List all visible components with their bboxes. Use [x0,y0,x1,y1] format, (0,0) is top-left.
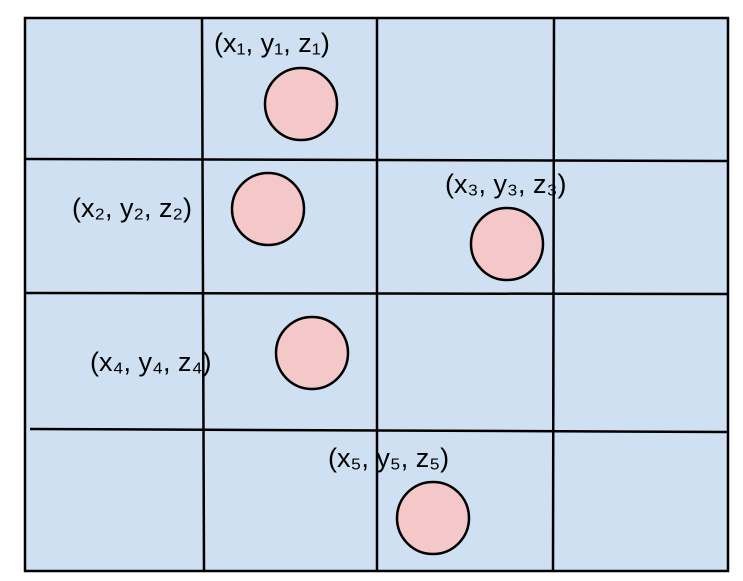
point-4: (x₄, y₄, z₄) [90,315,350,391]
point-4-label: (x₄, y₄, z₄) [90,347,212,377]
point-1-marker [263,66,339,142]
point-1-label: (x₁, y₁, z₁) [214,28,330,58]
grid-lines [23,16,730,573]
grid-horizontal-line-3 [29,427,729,434]
point-5-label: (x₅, y₅, z₅) [328,443,449,473]
point-3-marker [469,206,545,282]
grid-horizontal-line-1 [24,157,729,163]
point-2-marker [230,171,306,247]
point-3: (x₃, y₃, z₃) [445,169,566,282]
grid-horizontal-line-2 [24,291,729,296]
point-3-label: (x₃, y₃, z₃) [445,169,566,199]
point-5: (x₅, y₅, z₅) [328,443,471,556]
point-4-marker [274,315,350,391]
point-2-label: (x₂, y₂, z₂) [72,193,192,223]
point-2: (x₂, y₂, z₂) [72,171,306,247]
point-5-marker [395,480,471,556]
point-1: (x₁, y₁, z₁) [214,28,339,142]
